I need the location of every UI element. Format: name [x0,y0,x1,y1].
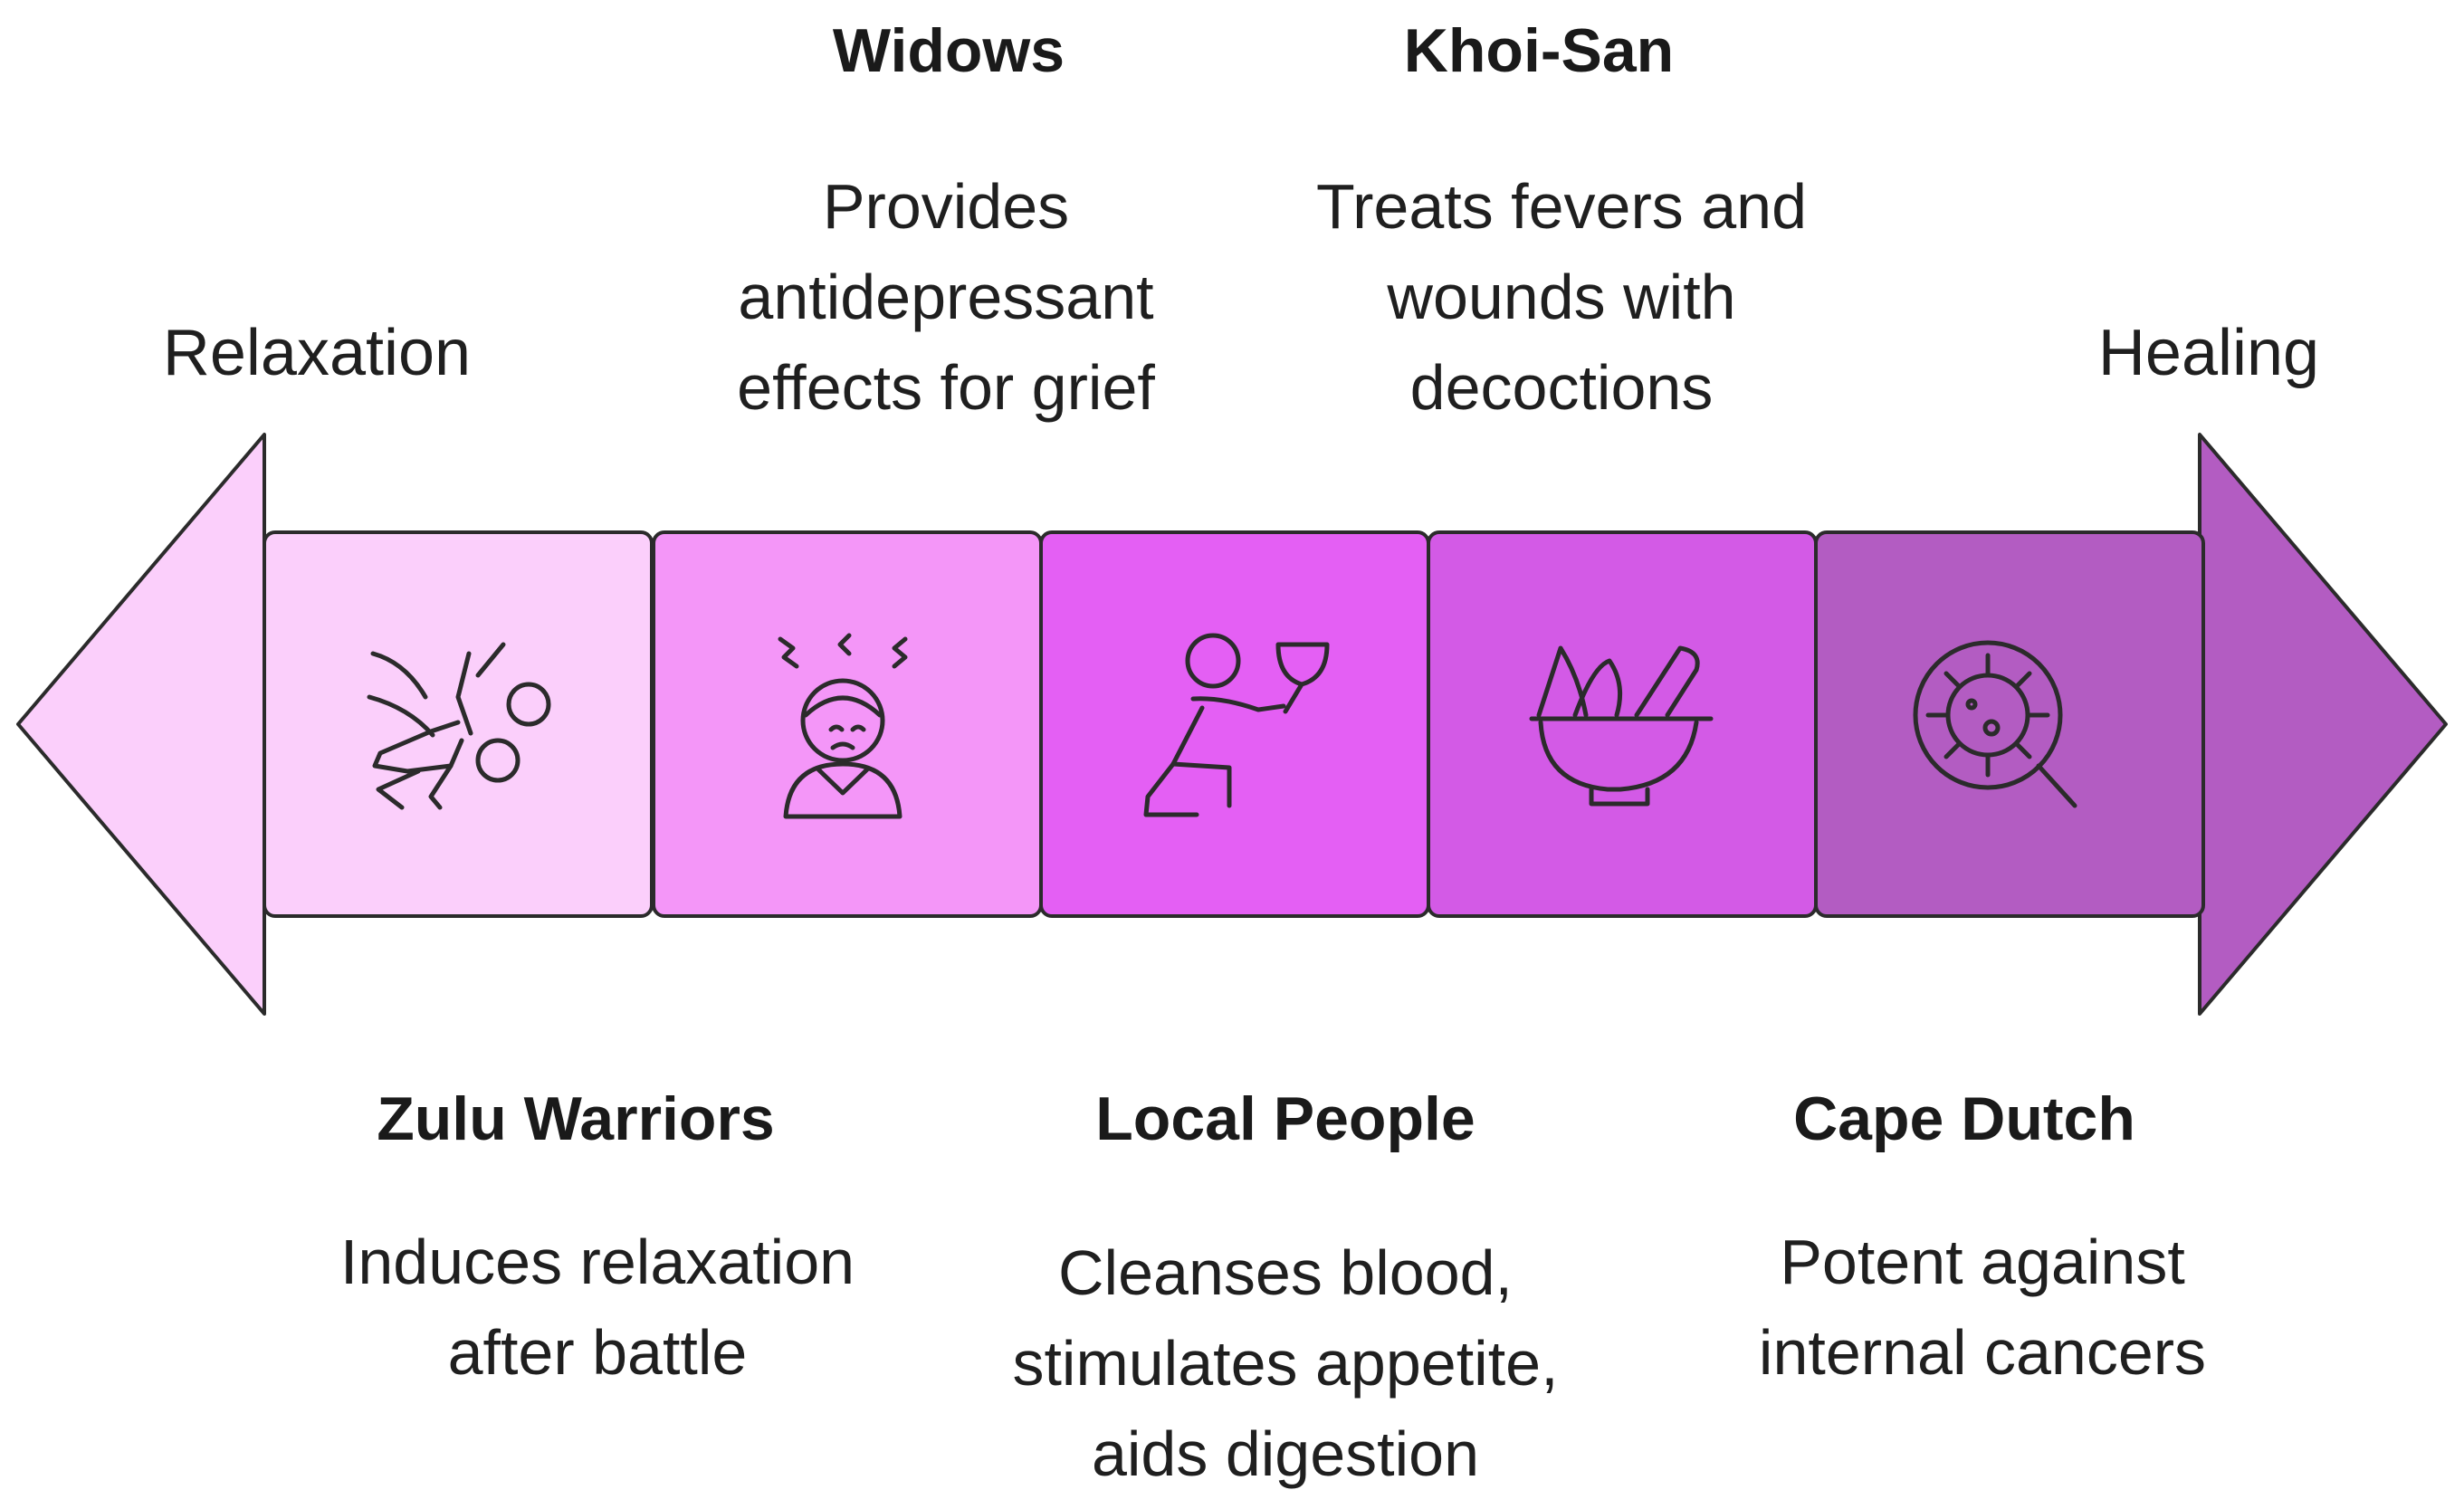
right-end-label: Healing [2097,317,2320,389]
segment-widows [652,530,1043,918]
segment-khoi-san [1427,530,1818,918]
drinking-person-icon [1143,633,1330,817]
left-arrow-head [16,433,266,1016]
right-arrow-head [2198,433,2448,1016]
segment-title: Widows [832,16,1065,85]
herb-bowl-icon [1529,645,1714,807]
segment-description: Potent against internal cancers [1758,1227,2207,1388]
virus-magnifier-icon [1913,640,2077,808]
segment-title: Cape Dutch [1793,1084,2135,1153]
grieving-person-icon [778,633,908,819]
segment-description: Induces relaxation after battle [339,1227,855,1388]
segment-local-people [1039,530,1430,918]
warrior-icon [367,642,551,810]
segment-description: Provides antidepressant effects for grie… [737,171,1155,423]
segment-description: Cleanses blood, stimulates appetite, aid… [1012,1237,1559,1489]
segment-title: Local People [1095,1084,1476,1153]
segment-title: Khoi-San [1403,16,1675,85]
segment-description: Treats fevers and wounds with decoctions [1315,171,1808,423]
segment-cape-dutch [1814,530,2205,918]
left-end-label: Relaxation [162,317,472,389]
segment-title: Zulu Warriors [377,1084,775,1153]
